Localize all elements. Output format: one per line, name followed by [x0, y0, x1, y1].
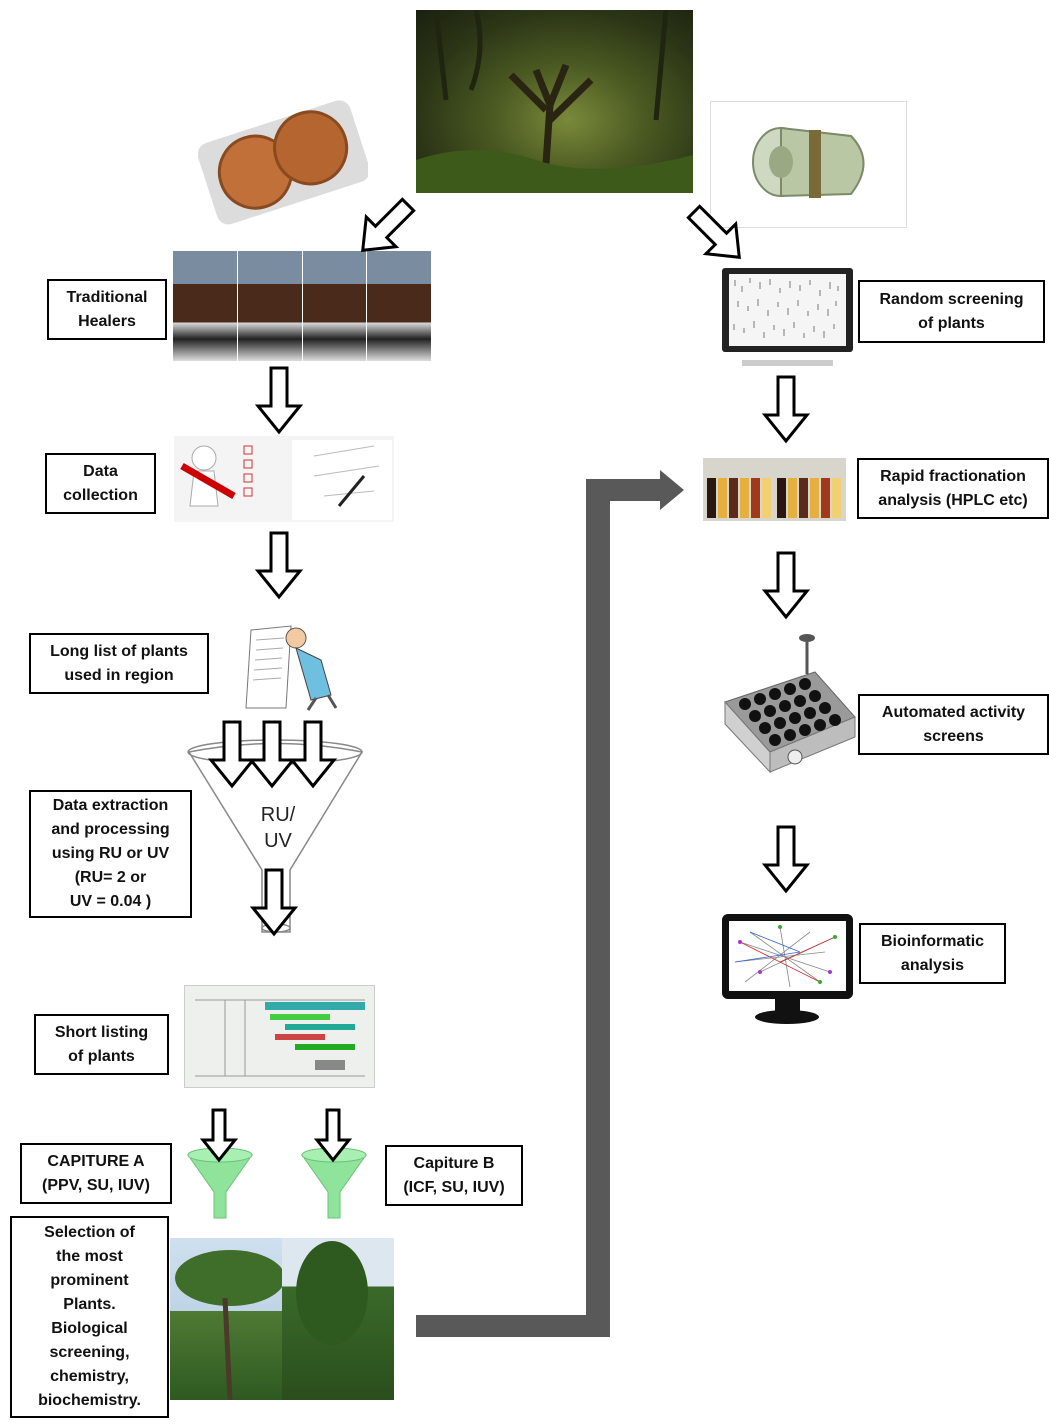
automated-activity-device [715, 632, 860, 777]
automated-activity-box: Automated activity screens [858, 694, 1049, 755]
traditional-healers-photo [173, 251, 431, 361]
fractionation-to-activity-arrow [763, 551, 809, 619]
traditional-healers-box: Traditional Healers [47, 279, 167, 340]
data-collection-photo [174, 436, 394, 522]
data-extraction-box: Data extraction and processing using RU … [29, 790, 192, 918]
long-list-reader-illustration [236, 620, 356, 712]
coins-photo [198, 95, 368, 225]
money-roll-photo [710, 101, 907, 228]
data-collection-box: Data collection [45, 453, 156, 514]
capiture-a-box: CAPITURE A (PPV, SU, IUV) [20, 1143, 172, 1204]
rapid-fractionation-box: Rapid fractionation analysis (HPLC etc) [857, 458, 1049, 519]
healers-to-collection-arrow [256, 366, 302, 434]
bioinformatic-monitor [720, 912, 855, 1027]
long-list-box: Long list of plants used in region [29, 633, 209, 694]
short-listing-box: Short listing of plants [34, 1014, 169, 1075]
forest-to-healers-arrow [361, 197, 416, 252]
random-screening-monitor [720, 266, 855, 368]
random-screening-box: Random screening of plants [858, 280, 1045, 343]
screening-to-fractionation-arrow [763, 375, 809, 443]
selection-box: Selection of the most prominent Plants. … [10, 1216, 169, 1418]
collection-to-list-arrow [256, 531, 302, 599]
capiture-b-box: Capiture B (ICF, SU, IUV) [385, 1145, 523, 1206]
prominent-plants-photo [170, 1238, 394, 1400]
forest-to-screening-arrow [686, 204, 741, 259]
activity-to-bioinformatic-arrow [763, 825, 809, 893]
bioinformatic-box: Bioinformatic analysis [859, 923, 1006, 984]
short-listing-table-photo [184, 985, 375, 1088]
funnel-label: RU/ UV [260, 804, 296, 852]
hplc-vials-photo [703, 458, 846, 521]
forest-photo [416, 10, 693, 193]
selection-to-fractionation-connector [416, 470, 684, 1337]
